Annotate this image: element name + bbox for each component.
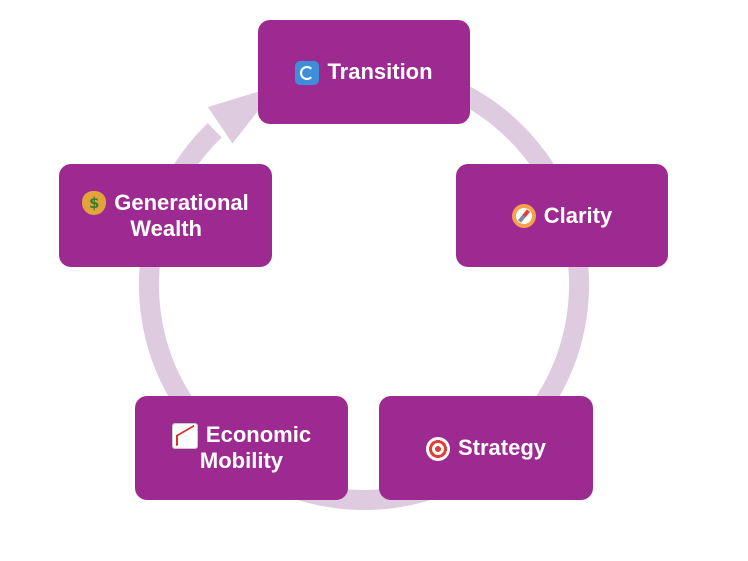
node-clarity: Clarity: [456, 164, 668, 267]
node-mobility-label-line2: Mobility: [199, 448, 284, 473]
chart-increasing-icon: [171, 423, 198, 449]
arrows-cycle-icon: [295, 60, 320, 85]
node-transition-label: Transition: [327, 59, 433, 84]
node-mobility-label-line1: Economic: [205, 422, 312, 447]
node-strategy-label: Strategy: [457, 435, 547, 460]
target-icon: [425, 436, 450, 461]
node-transition: Transition: [258, 20, 470, 124]
node-economic-mobility: Economic Mobility: [135, 396, 348, 500]
node-wealth-label-line1: Generational: [114, 189, 249, 215]
money-bag-icon: [82, 190, 107, 215]
node-clarity-label: Clarity: [543, 202, 613, 228]
node-generational-wealth: Generational Wealth: [59, 164, 272, 267]
node-strategy: Strategy: [379, 396, 593, 500]
node-wealth-label-line2: Wealth: [130, 215, 202, 241]
compass-icon: [511, 204, 536, 228]
